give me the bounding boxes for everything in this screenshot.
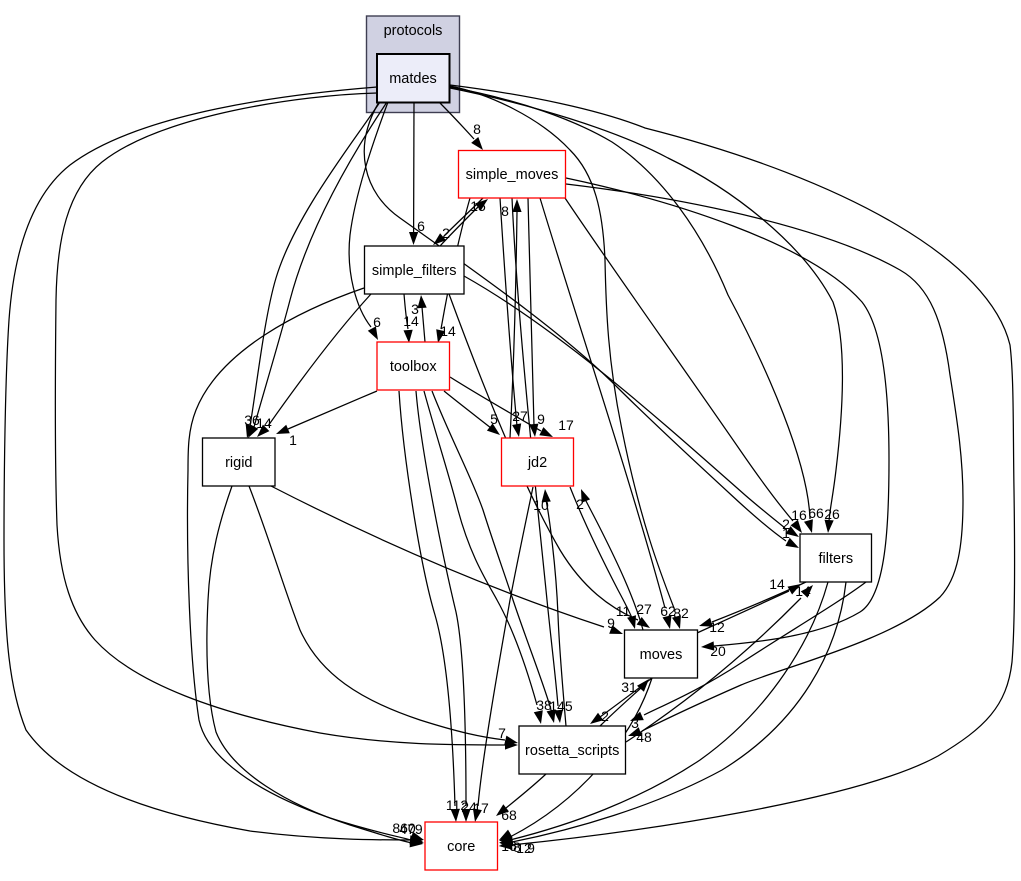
svg-text:7: 7: [498, 725, 506, 741]
svg-text:14: 14: [403, 313, 419, 329]
svg-text:1: 1: [782, 525, 790, 541]
svg-text:48: 48: [636, 729, 652, 745]
svg-text:62: 62: [660, 603, 676, 619]
svg-text:protocols: protocols: [384, 23, 443, 39]
svg-text:2: 2: [576, 496, 584, 512]
svg-text:2: 2: [601, 708, 609, 724]
svg-text:moves: moves: [640, 647, 683, 663]
svg-text:3: 3: [411, 301, 419, 317]
svg-text:12: 12: [516, 840, 532, 856]
svg-text:11: 11: [616, 603, 631, 619]
svg-text:2: 2: [782, 516, 790, 532]
svg-text:31: 31: [621, 679, 637, 695]
svg-text:jd2: jd2: [527, 455, 547, 471]
svg-text:26: 26: [824, 506, 840, 522]
svg-text:112: 112: [446, 797, 469, 813]
svg-text:15: 15: [470, 198, 486, 214]
svg-text:24: 24: [461, 799, 477, 815]
svg-text:8: 8: [501, 203, 509, 219]
svg-text:38: 38: [536, 697, 552, 713]
svg-text:14: 14: [440, 323, 456, 339]
svg-text:3: 3: [631, 715, 639, 731]
svg-text:20: 20: [710, 643, 726, 659]
svg-text:36: 36: [244, 412, 260, 428]
svg-text:12: 12: [709, 619, 725, 635]
svg-text:6: 6: [417, 218, 425, 234]
svg-text:2: 2: [442, 225, 450, 241]
svg-text:9: 9: [527, 840, 535, 856]
svg-text:5: 5: [490, 411, 498, 427]
svg-text:9: 9: [607, 615, 615, 631]
svg-text:simple_moves: simple_moves: [466, 167, 559, 183]
svg-text:16: 16: [501, 838, 517, 854]
svg-text:6: 6: [373, 314, 381, 330]
svg-text:filters: filters: [818, 551, 853, 567]
svg-text:9: 9: [537, 411, 545, 427]
svg-text:14: 14: [795, 583, 811, 599]
svg-text:rosetta_scripts: rosetta_scripts: [525, 743, 619, 759]
svg-text:17: 17: [473, 800, 489, 816]
svg-text:core: core: [447, 839, 475, 855]
svg-text:860: 860: [392, 820, 416, 836]
svg-text:14: 14: [769, 576, 785, 592]
svg-text:simple_filters: simple_filters: [372, 263, 457, 279]
svg-text:10: 10: [533, 497, 549, 513]
svg-text:145: 145: [549, 698, 573, 714]
svg-text:8: 8: [473, 121, 481, 137]
svg-text:82: 82: [673, 605, 689, 621]
svg-text:66: 66: [808, 505, 824, 521]
svg-text:479: 479: [399, 821, 423, 837]
svg-text:toolbox: toolbox: [390, 359, 438, 375]
svg-text:rigid: rigid: [225, 455, 252, 471]
svg-text:27: 27: [512, 408, 528, 424]
svg-text:68: 68: [501, 807, 517, 823]
svg-text:8: 8: [513, 839, 521, 855]
svg-text:17: 17: [558, 417, 574, 433]
svg-text:14: 14: [256, 415, 272, 431]
svg-text:1: 1: [289, 432, 297, 448]
svg-text:16: 16: [791, 507, 807, 523]
svg-text:matdes: matdes: [389, 71, 437, 87]
svg-text:27: 27: [636, 601, 652, 617]
